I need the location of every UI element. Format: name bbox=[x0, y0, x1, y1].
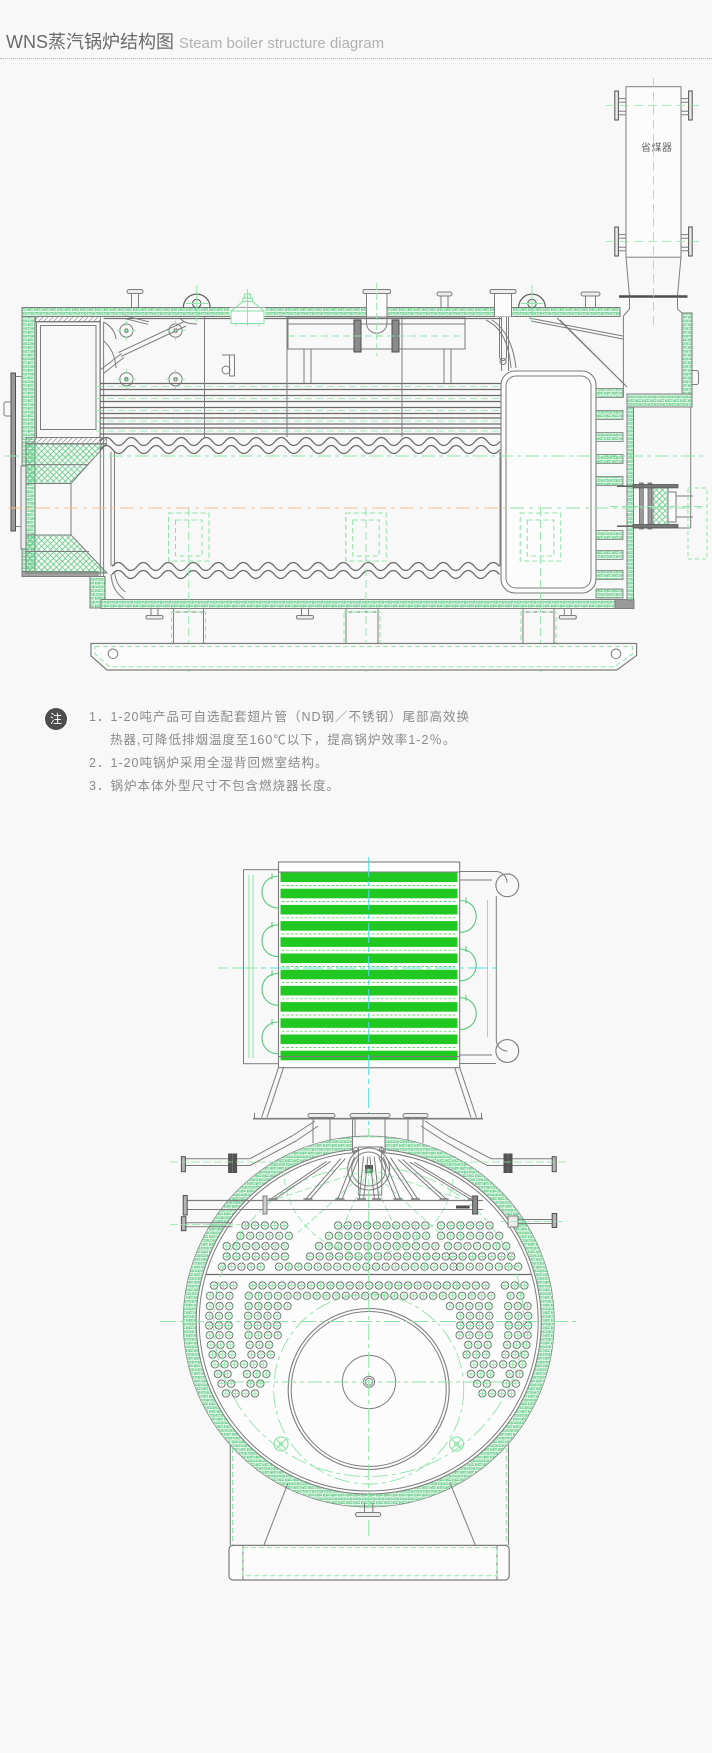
svg-text:省煤器: 省煤器 bbox=[641, 141, 673, 154]
